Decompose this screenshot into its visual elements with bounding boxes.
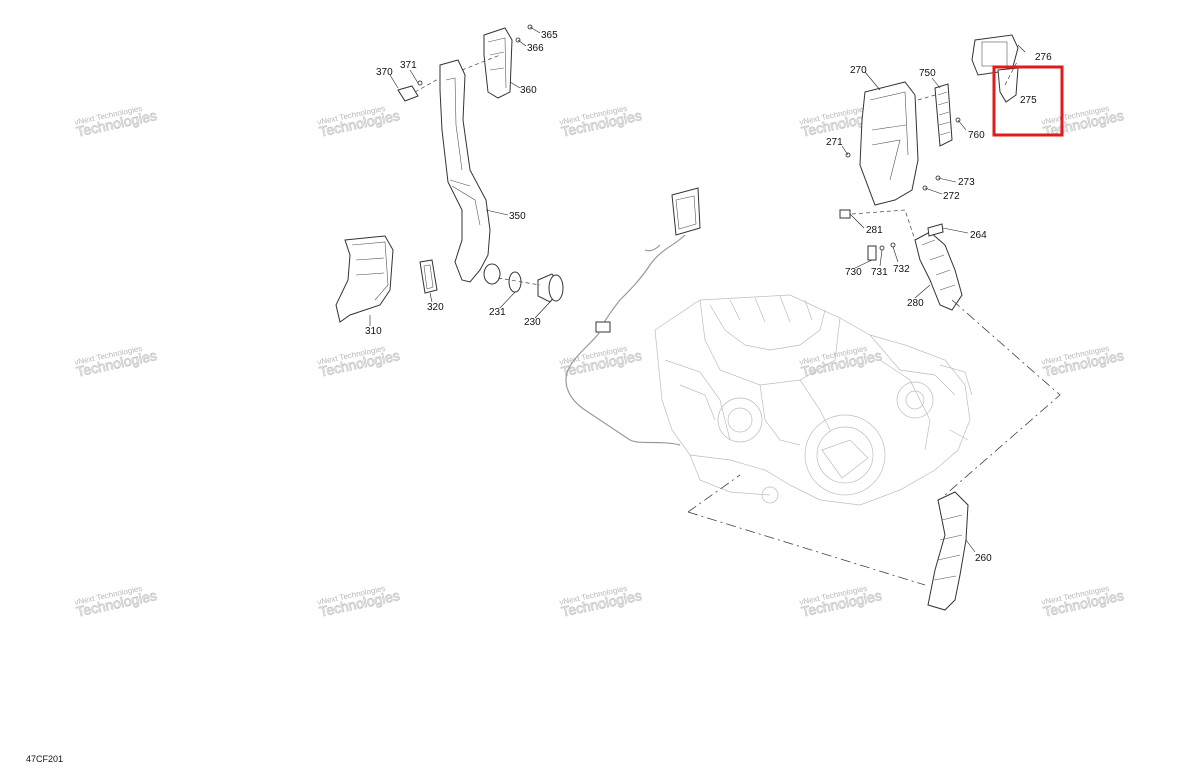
heat-shield-310[interactable] — [335, 235, 394, 323]
watermark: vNext Technologies Technologies — [799, 584, 884, 620]
outlet-tube-280[interactable] — [914, 231, 963, 311]
part-label-271[interactable]: 271 — [826, 137, 843, 148]
part-label-275[interactable]: 275 — [1020, 95, 1037, 106]
part-label-273[interactable]: 273 — [958, 177, 975, 188]
part-label-260[interactable]: 260 — [975, 553, 992, 564]
clip-264[interactable] — [927, 223, 944, 237]
part-labels: 365 366 360 370 371 350 310 320 231 230 … — [365, 30, 1052, 564]
watermark: vNext Technologies Technologies — [74, 584, 159, 620]
part-label-310[interactable]: 310 — [365, 326, 382, 337]
outlet-tube-260[interactable] — [927, 491, 969, 611]
part-label-760[interactable]: 760 — [968, 130, 985, 141]
part-label-281[interactable]: 281 — [866, 225, 883, 236]
watermark: vNext Technologies Technologies — [74, 104, 159, 140]
bolt-732[interactable] — [890, 242, 896, 248]
clamp-231[interactable] — [508, 271, 522, 293]
clamp-320[interactable] — [419, 259, 438, 294]
bolt-731[interactable] — [879, 245, 885, 251]
watermark: vNext Technologies Technologies — [317, 344, 402, 380]
watermark: vNext Technologies Technologies — [1041, 344, 1126, 380]
assembly-lines — [414, 54, 1061, 586]
part-label-280[interactable]: 280 — [907, 298, 924, 309]
part-label-365[interactable]: 365 — [541, 30, 558, 41]
watermark: vNext Technologies Technologies — [317, 104, 402, 140]
reference-code: 47CF201 — [26, 754, 63, 764]
engine-assembly-drawing — [654, 294, 973, 506]
part-label-750[interactable]: 750 — [919, 68, 936, 79]
bracket-360[interactable] — [483, 27, 513, 99]
watermark: vNext Technologies Technologies — [559, 344, 644, 380]
leader-lines — [369, 26, 1026, 553]
highlight-box — [992, 65, 1064, 137]
grommet-370[interactable] — [397, 85, 419, 102]
bracket-275[interactable] — [997, 67, 1019, 103]
filter-750[interactable] — [934, 83, 953, 147]
wiring-harness — [565, 187, 701, 446]
part-label-370[interactable]: 370 — [376, 67, 393, 78]
connector-281[interactable] — [839, 209, 851, 219]
intake-duct-350[interactable] — [439, 59, 501, 285]
part-label-276[interactable]: 276 — [1035, 52, 1052, 63]
part-label-230[interactable]: 230 — [524, 317, 541, 328]
part-label-264[interactable]: 264 — [970, 230, 987, 241]
coupler-230[interactable] — [537, 273, 564, 303]
part-label-350[interactable]: 350 — [509, 211, 526, 222]
part-label-270[interactable]: 270 — [850, 65, 867, 76]
part-label-366[interactable]: 366 — [527, 43, 544, 54]
airbox-270[interactable] — [859, 81, 919, 206]
part-label-730[interactable]: 730 — [845, 267, 862, 278]
part-label-231[interactable]: 231 — [489, 307, 506, 318]
watermark: vNext Technologies Technologies — [74, 344, 159, 380]
part-label-320[interactable]: 320 — [427, 302, 444, 313]
part-label-731[interactable]: 731 — [871, 267, 888, 278]
watermark: vNext Technologies Technologies — [559, 584, 644, 620]
part-label-360[interactable]: 360 — [520, 85, 537, 96]
watermark: vNext Technologies Technologies — [317, 584, 402, 620]
part-label-732[interactable]: 732 — [893, 264, 910, 275]
bolt-371[interactable] — [417, 80, 423, 86]
watermark: vNext Technologies Technologies — [559, 104, 644, 140]
part-label-272[interactable]: 272 — [943, 191, 960, 202]
sensor-730[interactable] — [867, 245, 877, 261]
watermark: vNext Technologies Technologies — [1041, 584, 1126, 620]
part-label-371[interactable]: 371 — [400, 60, 417, 71]
